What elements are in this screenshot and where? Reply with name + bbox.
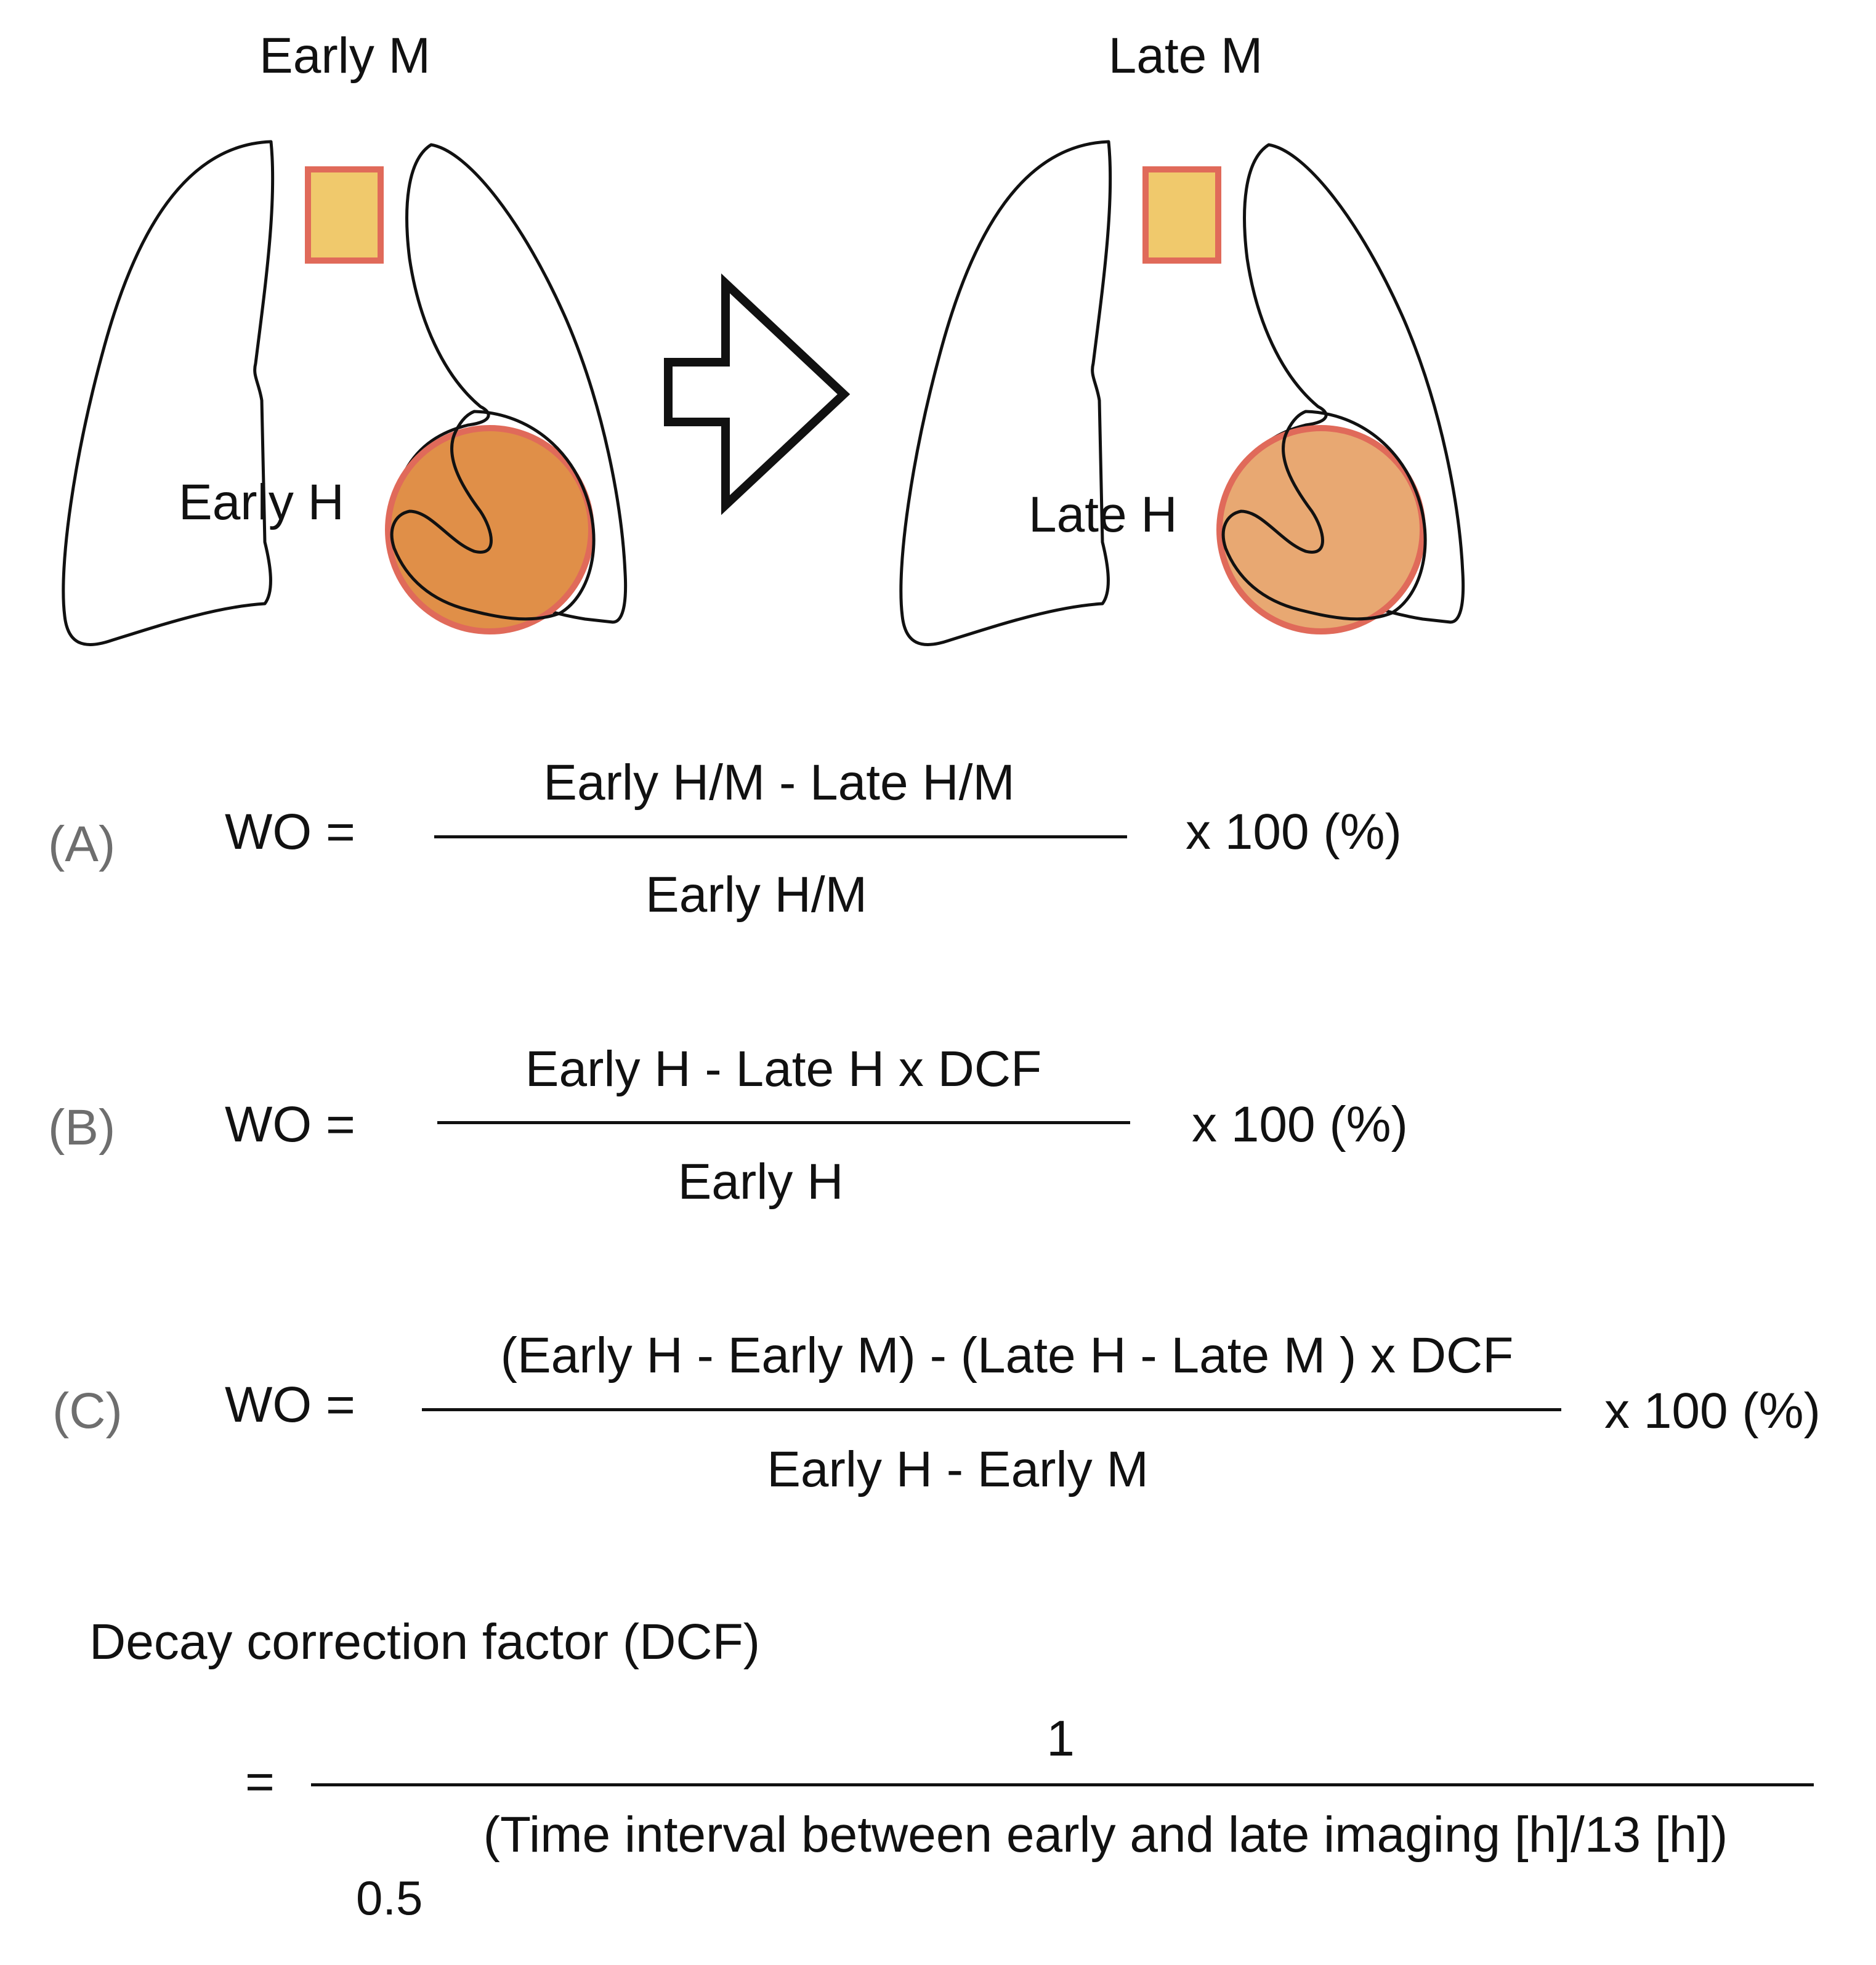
- formula-c-fraction-bar: [422, 1408, 1561, 1411]
- formula-c-lhs: WO =: [225, 1377, 355, 1433]
- early-heart-contour: [390, 410, 596, 621]
- formula-a-denominator: Early H/M: [645, 867, 867, 923]
- formula-c-numerator: (Early H - Early M) - (Late H - Late M )…: [500, 1327, 1514, 1384]
- arrow-icon: [664, 273, 851, 516]
- late-right-lung-outline: [899, 140, 1112, 646]
- formula-c-label: (C): [52, 1383, 123, 1439]
- dcf-fraction-bar: [311, 1783, 1814, 1786]
- early-right-lung-outline: [62, 140, 275, 646]
- dcf-title: Decay correction factor (DCF): [89, 1614, 761, 1670]
- late-heart-contour: [1221, 410, 1427, 621]
- early-h-label: Early H: [179, 474, 344, 530]
- dcf-numerator: 1: [1046, 1711, 1075, 1767]
- formula-a-fraction-bar: [434, 835, 1127, 838]
- formula-b-multiplier: x 100 (%): [1192, 1096, 1408, 1153]
- early-panel: [62, 140, 628, 646]
- late-mediastinum-roi: [1142, 166, 1221, 264]
- formula-a-numerator: Early H/M - Late H/M: [543, 755, 1015, 811]
- late-m-label: Late M: [1108, 28, 1263, 84]
- early-m-label: Early M: [259, 28, 431, 84]
- early-mediastinum-roi: [305, 166, 384, 264]
- formula-a-lhs: WO =: [225, 804, 355, 860]
- formula-a-multiplier: x 100 (%): [1186, 804, 1402, 860]
- formula-a-label: (A): [48, 816, 116, 872]
- lung-diagram: [62, 140, 1465, 646]
- formula-b-label: (B): [48, 1100, 116, 1156]
- formula-c-multiplier: x 100 (%): [1604, 1383, 1821, 1439]
- formula-b-denominator: Early H: [677, 1154, 844, 1210]
- dcf-equals: =: [245, 1754, 275, 1810]
- late-h-label: Late H: [1029, 487, 1178, 543]
- formula-b-fraction-bar: [437, 1121, 1130, 1124]
- dcf-exponent: 0.5: [356, 1871, 423, 1925]
- formula-b-lhs: WO =: [225, 1096, 355, 1153]
- formula-c-denominator: Early H - Early M: [767, 1441, 1149, 1497]
- formula-b-numerator: Early H - Late H x DCF: [525, 1041, 1042, 1097]
- dcf-denominator: (Time interval between early and late im…: [483, 1807, 1728, 1863]
- late-panel: [899, 140, 1465, 646]
